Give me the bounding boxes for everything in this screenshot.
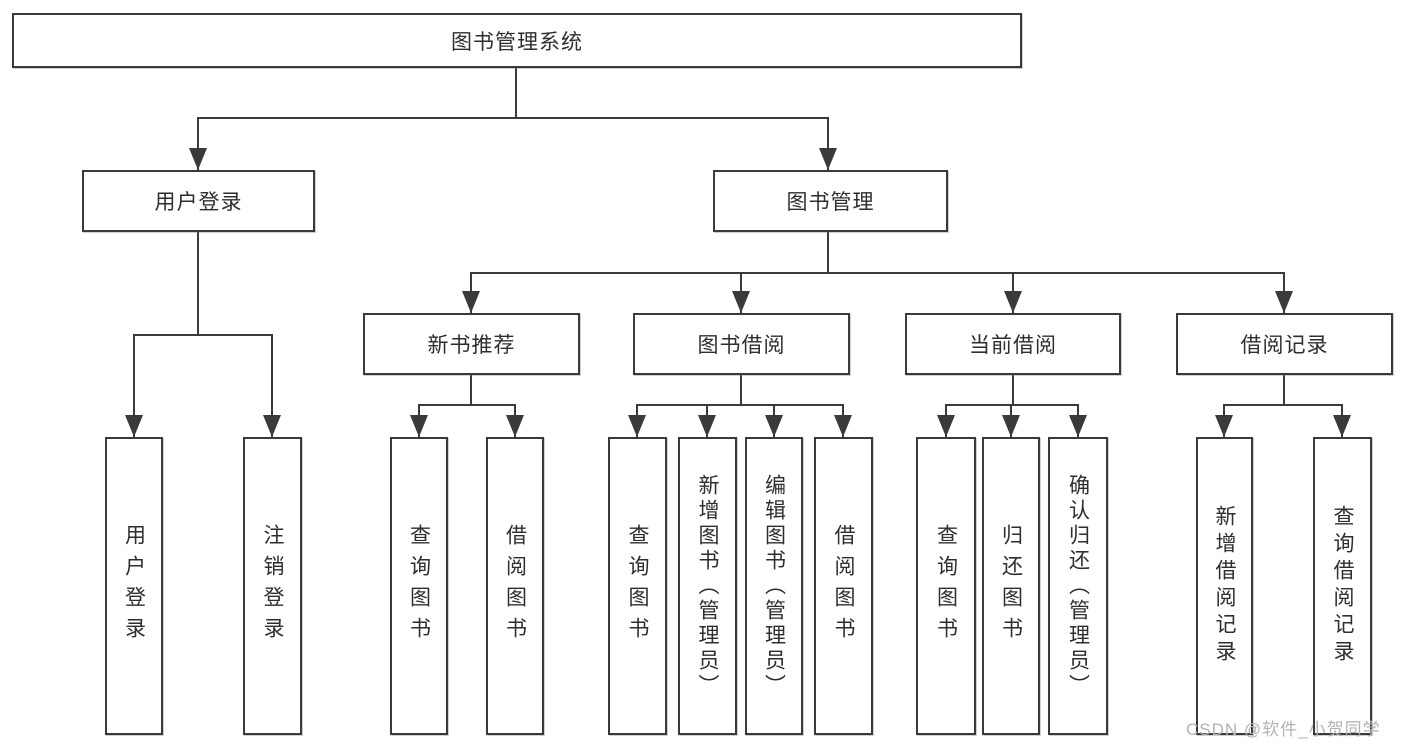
arrow-down-icon (462, 291, 480, 313)
arrow-down-icon (1002, 415, 1020, 437)
leaf-add-record-label: 新增借阅记录 (1213, 505, 1236, 667)
leaf-query-record: 查询借阅记录 (1313, 437, 1372, 735)
leaf-query-book-1-label: 查询图书 (407, 524, 431, 648)
connector-root-drop (515, 68, 517, 118)
leaf-user-login: 用户登录 (105, 437, 163, 735)
node-new-book-rec: 新书推荐 (363, 313, 580, 375)
leaf-add-record: 新增借阅记录 (1196, 437, 1253, 735)
node-current-borrow-label: 当前借阅 (969, 334, 1057, 357)
connector-root-bus (197, 117, 829, 119)
connector-stem-user-login (197, 117, 199, 170)
connector-stem-book-mgmt (827, 117, 829, 170)
node-user-login-label: 用户登录 (154, 191, 243, 214)
node-book-borrow: 图书借阅 (633, 313, 850, 375)
connector-bookborrow-drop (740, 375, 742, 405)
arrow-down-icon (1333, 415, 1351, 437)
connector-newbookrec-drop (470, 375, 472, 405)
leaf-add-book: 新增图书（管理员） (678, 437, 737, 735)
connector-borrowrecord-drop (1283, 375, 1285, 405)
arrow-down-icon (189, 148, 207, 170)
leaf-borrow-book-2: 借阅图书 (814, 437, 873, 735)
leaf-query-book-1: 查询图书 (390, 437, 448, 735)
node-root-label: 图书管理系统 (451, 30, 583, 54)
connector-userlogin-bus (133, 334, 273, 336)
leaf-logout-label: 注销登录 (261, 524, 284, 648)
leaf-confirm-return-label: 确认归还（管理员） (1066, 473, 1090, 699)
arrow-down-icon (1004, 291, 1022, 313)
connector-borrowrecord-bus (1223, 404, 1343, 406)
leaf-add-book-label: 新增图书（管理员） (696, 473, 719, 699)
connector-currentborrow-drop (1012, 375, 1014, 405)
leaf-query-record-label: 查询借阅记录 (1331, 505, 1354, 667)
node-book-mgmt: 图书管理 (713, 170, 948, 232)
connector-bookmgmt-bus (470, 272, 1285, 274)
leaf-user-login-label: 用户登录 (122, 524, 146, 648)
leaf-query-book-2-label: 查询图书 (626, 524, 649, 648)
arrow-down-icon (1275, 291, 1293, 313)
arrow-down-icon (125, 415, 143, 437)
leaf-query-book-3: 查询图书 (916, 437, 976, 735)
csdn-watermark: CSDN @软件_小贺同学 (1186, 720, 1381, 739)
leaf-logout: 注销登录 (243, 437, 302, 735)
arrow-down-icon (1069, 415, 1087, 437)
node-current-borrow: 当前借阅 (905, 313, 1121, 375)
arrow-down-icon (263, 415, 281, 437)
connector-bookmgmt-drop (827, 232, 829, 273)
connector-bookborrow-bus (636, 404, 844, 406)
connector-stem-leaf-logout (271, 334, 273, 437)
node-user-login: 用户登录 (82, 170, 315, 232)
node-book-borrow-label: 图书借阅 (697, 334, 786, 357)
arrow-down-icon (819, 148, 837, 170)
arrow-down-icon (506, 415, 524, 437)
arrow-down-icon (1215, 415, 1233, 437)
node-root: 图书管理系统 (12, 13, 1022, 68)
leaf-edit-book: 编辑图书（管理员） (745, 437, 803, 735)
leaf-borrow-book-1-label: 借阅图书 (503, 524, 527, 648)
leaf-return-book-label: 归还图书 (999, 524, 1023, 648)
arrow-down-icon (765, 415, 783, 437)
node-borrow-record-label: 借阅记录 (1240, 334, 1329, 357)
arrow-down-icon (410, 415, 428, 437)
connector-currentborrow-bus (945, 404, 1079, 406)
connector-newbookrec-bus (418, 404, 516, 406)
arrow-down-icon (698, 415, 716, 437)
node-borrow-record: 借阅记录 (1176, 313, 1393, 375)
arrow-down-icon (732, 291, 750, 313)
node-book-mgmt-label: 图书管理 (786, 191, 875, 214)
node-new-book-rec-label: 新书推荐 (427, 334, 516, 357)
leaf-borrow-book-2-label: 借阅图书 (832, 524, 855, 648)
leaf-return-book: 归还图书 (982, 437, 1040, 735)
leaf-confirm-return: 确认归还（管理员） (1048, 437, 1108, 735)
arrow-down-icon (834, 415, 852, 437)
leaf-edit-book-label: 编辑图书（管理员） (762, 473, 786, 699)
arrow-down-icon (628, 415, 646, 437)
arrow-down-icon (937, 415, 955, 437)
leaf-query-book-2: 查询图书 (608, 437, 667, 735)
leaf-borrow-book-1: 借阅图书 (486, 437, 544, 735)
leaf-query-book-3-label: 查询图书 (934, 524, 958, 648)
connector-userlogin-drop (197, 232, 199, 335)
connector-stem-leaf-user-login (133, 334, 135, 437)
